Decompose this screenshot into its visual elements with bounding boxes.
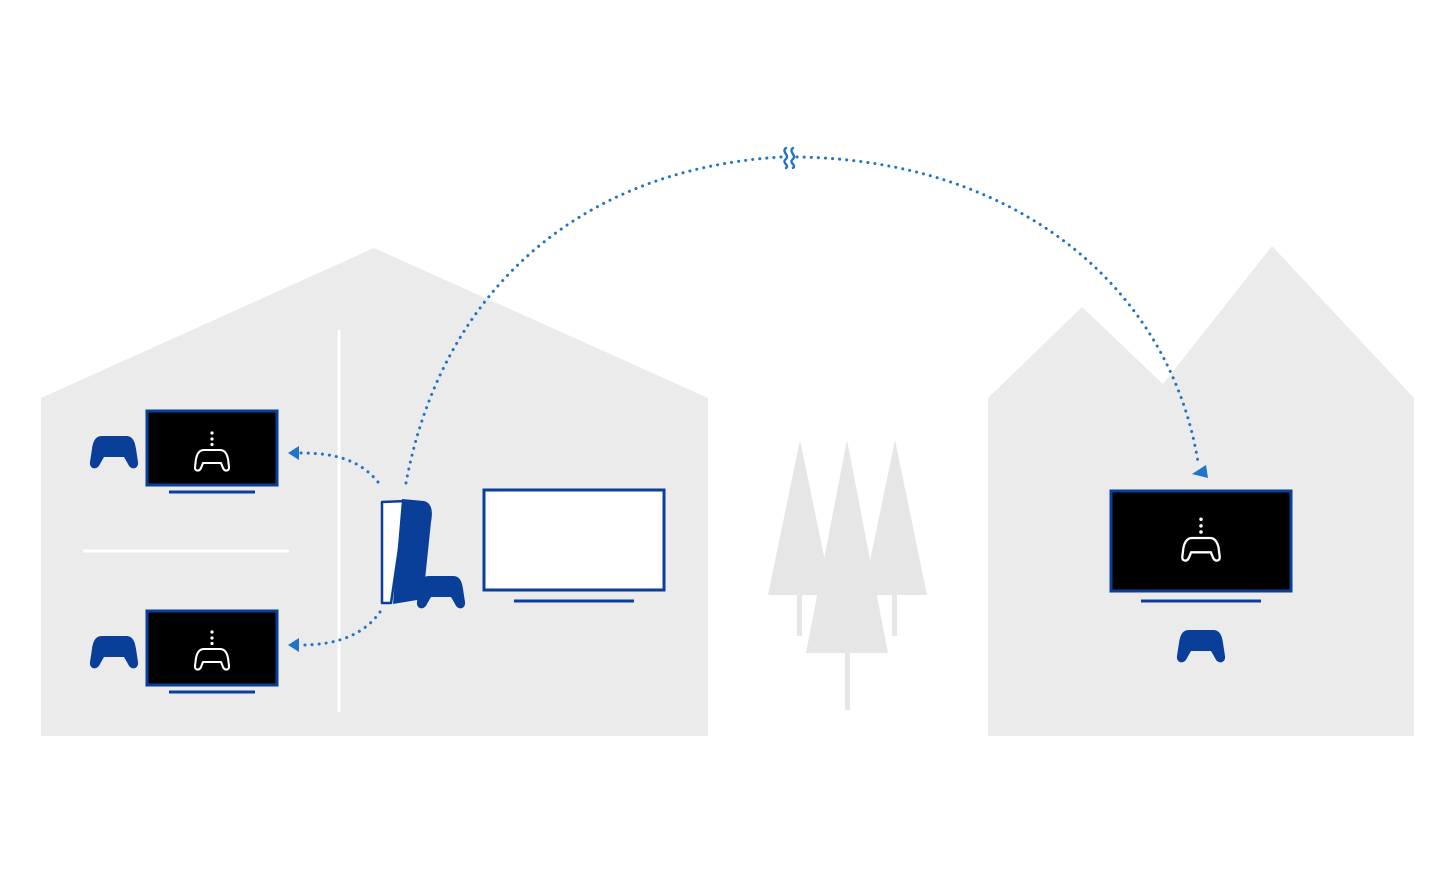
arrowheads [288,446,1208,652]
tv-remote-play-bottom-left [145,609,279,694]
tv-remote-play-top-left [145,409,279,494]
tv-screen [1109,489,1293,593]
signal-to-bottom-left-tv [299,610,382,647]
signal-to-internet-left [404,155,783,485]
tv-remote-play-remote-house [1109,489,1293,603]
arrowhead-bottom-left [288,638,299,652]
signal-paths [299,155,1200,647]
ps5-console-icon [380,499,432,605]
signal-to-top-left-tv [299,451,380,484]
tv-main-off [482,488,666,603]
tv-screen [145,409,279,487]
tv-screen [482,488,666,592]
double-wave-break-icon [783,146,796,170]
arrowhead-remote [1192,465,1208,478]
pine-tree-icon [768,440,927,710]
arrowhead-top-left [288,446,299,460]
